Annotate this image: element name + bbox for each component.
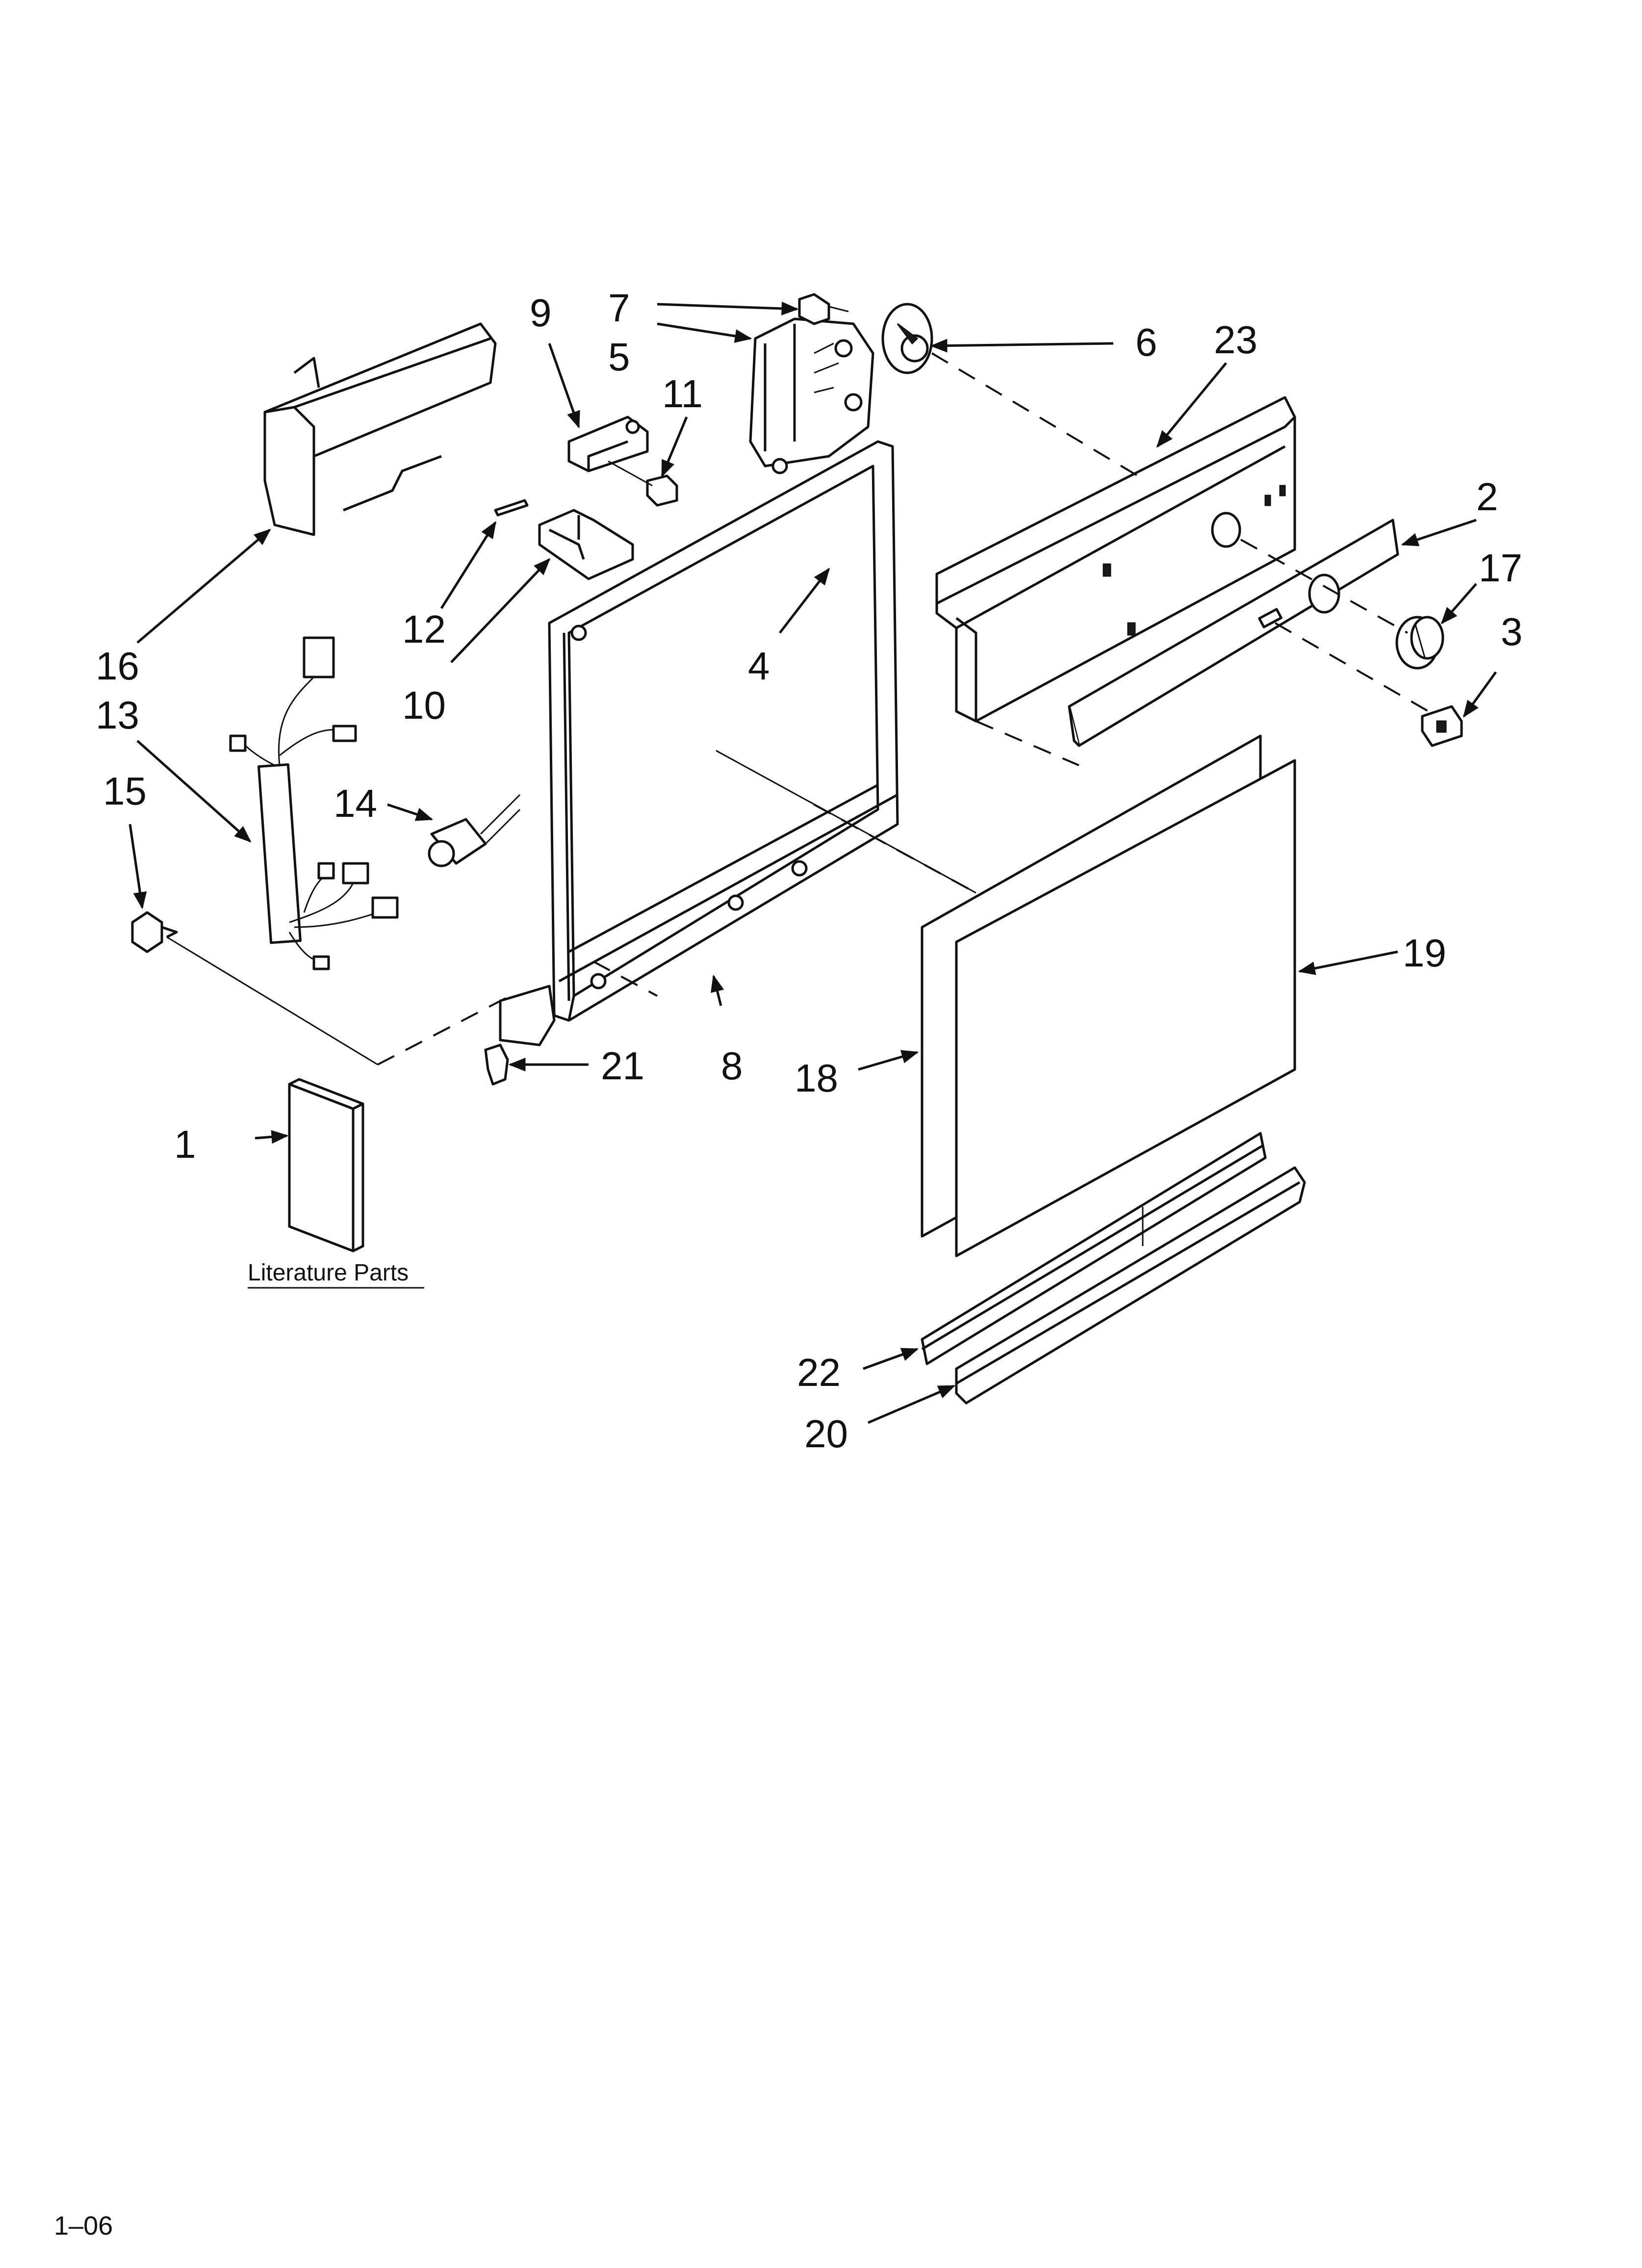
callout-2: 2 [1476, 475, 1498, 519]
part-housing-10 [538, 509, 634, 580]
callout-15: 15 [103, 769, 147, 813]
callout-5: 5 [608, 335, 630, 379]
callout-3: 3 [1501, 610, 1523, 653]
callout-4: 4 [748, 644, 770, 688]
callout-labels: 1 2 3 4 5 6 7 8 9 10 11 12 13 14 15 16 1… [96, 286, 1523, 1456]
part-door-panel-19 [955, 759, 1296, 1257]
callout-13: 13 [96, 693, 139, 737]
part-trim-20 [955, 1166, 1306, 1405]
part-screw-7 [798, 293, 849, 325]
part-dial-6 [881, 303, 933, 374]
callout-11: 11 [662, 372, 703, 416]
callout-19: 19 [1403, 931, 1446, 975]
callout-20: 20 [804, 1412, 848, 1456]
literature-parts-label: Literature Parts [248, 1260, 409, 1286]
callout-9: 9 [530, 291, 552, 335]
part-panel-2 [1068, 519, 1399, 747]
callout-17: 17 [1479, 546, 1522, 590]
callout-10: 10 [402, 683, 446, 727]
part-screw-15 [131, 911, 178, 953]
alignment-lines [166, 352, 1437, 1246]
callout-7: 7 [608, 286, 630, 330]
callout-22: 22 [797, 1351, 841, 1394]
callout-18: 18 [795, 1056, 838, 1100]
part-strip-12 [494, 499, 529, 517]
callout-12: 12 [402, 607, 446, 651]
part-clip-21 [484, 1043, 509, 1086]
callout-1: 1 [174, 1122, 196, 1166]
part-latch-5 [749, 317, 874, 474]
footer-code: 1–06 [54, 2211, 113, 2241]
part-connector-14 [428, 794, 521, 867]
part-wiring-harness [229, 636, 399, 970]
part-console-23 [935, 396, 1296, 723]
callout-8: 8 [721, 1044, 743, 1088]
part-cover-shield [263, 322, 497, 536]
part-button-3 [1421, 705, 1463, 747]
part-knob-17 [1395, 616, 1444, 670]
callout-21: 21 [601, 1044, 644, 1088]
callout-14: 14 [334, 782, 377, 825]
callout-6: 6 [1135, 320, 1157, 364]
part-trim-22 [921, 1132, 1267, 1365]
leader-arrows [128, 301, 1497, 1424]
callout-23: 23 [1214, 318, 1257, 362]
part-door-frame-8 [499, 440, 899, 1046]
callout-16: 16 [96, 644, 139, 688]
part-literature-1 [288, 1078, 364, 1252]
part-switch-bracket-9 [567, 416, 649, 472]
